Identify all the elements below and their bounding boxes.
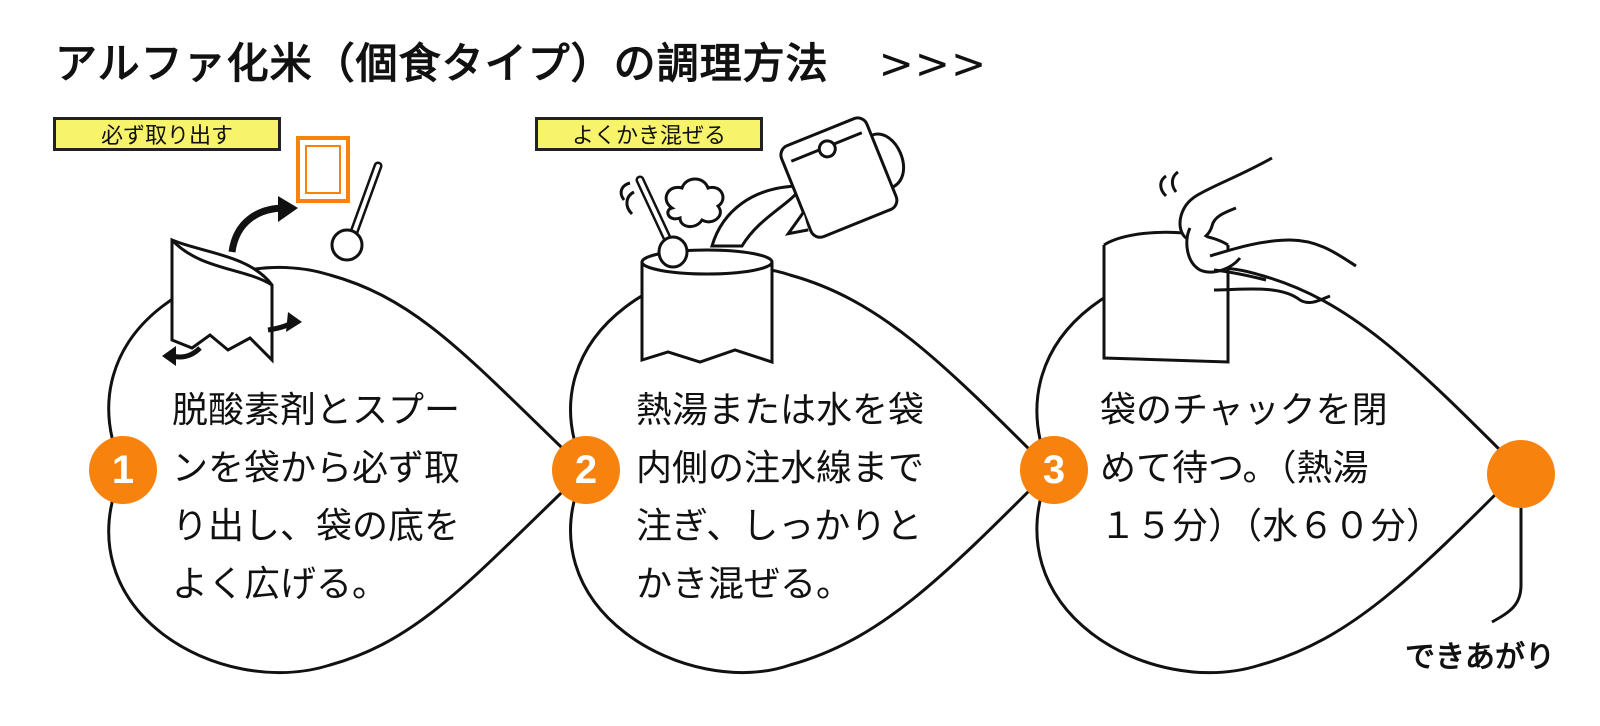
step-2-text: 熱湯または水を袋 内側の注水線まで 注ぎ、しっかりと かき混ぜる。 xyxy=(636,390,925,605)
step-1-number: 1 xyxy=(89,436,157,504)
finish-leader-line xyxy=(1491,475,1523,624)
title-arrows: >>> xyxy=(878,39,988,88)
tag-stir-well: よくかき混ぜる xyxy=(535,117,763,151)
finish-dot xyxy=(1487,440,1555,508)
oxygen-absorber-icon xyxy=(296,136,350,203)
pouch-icon xyxy=(170,237,274,364)
step-1-text: 脱酸素剤とスプー ンを袋から必ず取 り出し、袋の底を よく広げる。 xyxy=(172,390,461,605)
stirring-spoon-icon xyxy=(619,175,689,269)
flow-outline xyxy=(107,265,1522,675)
step-3-text: 袋のチャックを閉 めて待つ。（熱湯 １５分）（水６０分） xyxy=(1100,390,1443,547)
curved-arrow-icon xyxy=(162,312,302,366)
open-pouch-icon xyxy=(640,248,774,365)
step-2-number: 2 xyxy=(552,436,620,504)
finish-label: できあがり xyxy=(1405,640,1555,675)
pouring-water-icon xyxy=(709,184,805,248)
page-title: アルファ化米（個食タイプ）の調理方法 >>> xyxy=(55,30,987,91)
page-title-text: アルファ化米（個食タイプ）の調理方法 xyxy=(55,39,829,88)
kettle-icon xyxy=(779,116,905,239)
tag-must-remove: 必ず取り出す xyxy=(53,117,281,151)
curved-arrow-icon xyxy=(228,196,298,253)
steam-icon xyxy=(664,177,725,228)
spoon-icon xyxy=(330,161,383,262)
step-3-number: 3 xyxy=(1020,436,1088,504)
hands-icon xyxy=(1159,156,1357,304)
